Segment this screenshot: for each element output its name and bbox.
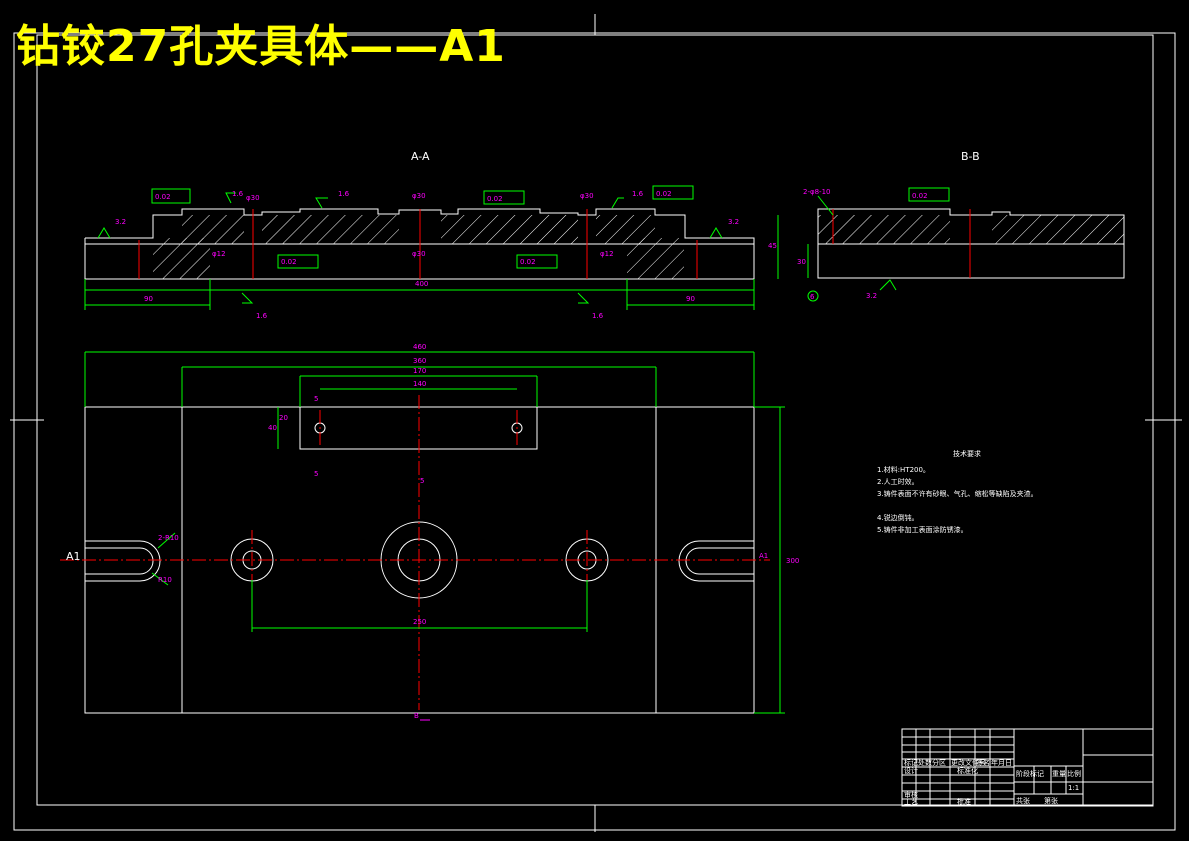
- svg-text:2.人工时效。: 2.人工时效。: [877, 477, 919, 486]
- sheet-frame: [10, 14, 1182, 832]
- svg-text:250: 250: [413, 618, 426, 626]
- svg-text:批准: 批准: [957, 797, 971, 806]
- svg-text:0.02: 0.02: [912, 192, 928, 200]
- svg-text:90: 90: [686, 295, 695, 303]
- svg-text:第张: 第张: [1044, 796, 1058, 805]
- svg-text:更改文件号: 更改文件号: [951, 758, 986, 767]
- section-bb-view: B-B 2-φ8-10 0.02 30 6 3.2: [797, 150, 1125, 302]
- svg-text:1:1: 1:1: [1068, 784, 1079, 792]
- svg-text:技术要求: 技术要求: [953, 449, 981, 458]
- svg-text:460: 460: [413, 343, 426, 351]
- svg-text:0.02: 0.02: [281, 258, 297, 266]
- svg-text:阶段标记: 阶段标记: [1016, 769, 1044, 778]
- svg-text:5: 5: [314, 395, 318, 403]
- svg-text:0.02: 0.02: [656, 190, 672, 198]
- svg-text:1.6: 1.6: [256, 312, 268, 320]
- svg-text:处数: 处数: [918, 758, 932, 767]
- svg-text:1.6: 1.6: [592, 312, 604, 320]
- svg-text:5: 5: [314, 470, 318, 478]
- svg-text:0.02: 0.02: [520, 258, 536, 266]
- svg-text:共张: 共张: [1016, 796, 1030, 805]
- title-block: 标记 处数 分区 更改文件号 签名 年月日 设计 标准化 阶段标记 重量 比例 …: [901, 728, 1154, 807]
- svg-text:400: 400: [415, 280, 428, 288]
- svg-text:φ12: φ12: [212, 250, 226, 258]
- svg-text:1.6: 1.6: [632, 190, 644, 198]
- svg-text:工艺: 工艺: [904, 798, 918, 806]
- svg-text:φ30: φ30: [246, 194, 260, 202]
- svg-text:分区: 分区: [932, 758, 946, 767]
- svg-text:2-φ8-10: 2-φ8-10: [803, 188, 830, 196]
- svg-text:2-R10: 2-R10: [158, 534, 179, 542]
- drawing-title: 钻铰27孔夹具体——A1: [16, 21, 506, 72]
- svg-text:标记: 标记: [904, 758, 918, 767]
- svg-text:360: 360: [413, 357, 426, 365]
- svg-text:1.6: 1.6: [338, 190, 350, 198]
- technical-requirements: 技术要求 1.材料:HT200。 2.人工时效。 3.铸件表面不许有砂眼、气孔、…: [877, 449, 1038, 534]
- svg-text:0.02: 0.02: [487, 195, 503, 203]
- hatch-aa: [153, 215, 684, 279]
- svg-text:40: 40: [268, 424, 277, 432]
- section-aa-view: A-A: [84, 150, 779, 320]
- svg-text:30: 30: [797, 258, 806, 266]
- svg-text:45: 45: [768, 242, 777, 250]
- svg-text:φ30: φ30: [580, 192, 594, 200]
- svg-text:5.铸件非加工表面涂防锈漆。: 5.铸件非加工表面涂防锈漆。: [877, 525, 968, 534]
- svg-text:年月日: 年月日: [991, 758, 1012, 767]
- svg-text:比例: 比例: [1067, 769, 1081, 778]
- svg-text:6: 6: [810, 293, 815, 301]
- svg-text:审核: 审核: [904, 790, 918, 799]
- section-aa-label: A-A: [411, 150, 430, 163]
- plan-view: 460 360 170 140 5 5 5 20 40 2-R10 R10 30…: [60, 343, 799, 721]
- svg-text:φ12: φ12: [600, 250, 614, 258]
- svg-text:0.02: 0.02: [155, 193, 171, 201]
- svg-text:20: 20: [279, 414, 288, 422]
- svg-text:140: 140: [413, 380, 426, 388]
- svg-text:重量: 重量: [1052, 770, 1066, 778]
- cut-label-right: A1: [759, 552, 768, 560]
- svg-text:5: 5: [420, 477, 424, 485]
- svg-text:300: 300: [786, 557, 799, 565]
- svg-text:1.6: 1.6: [232, 190, 244, 198]
- svg-text:标准化: 标准化: [957, 766, 978, 775]
- svg-text:φ30: φ30: [412, 250, 426, 258]
- svg-text:3.2: 3.2: [866, 292, 877, 300]
- cut-label-b-bottom: B: [414, 712, 419, 720]
- svg-text:90: 90: [144, 295, 153, 303]
- svg-text:3.铸件表面不许有砂眼、气孔、缩松等缺陷及夹渣。: 3.铸件表面不许有砂眼、气孔、缩松等缺陷及夹渣。: [877, 489, 1038, 498]
- cut-label-left: A1: [66, 550, 81, 563]
- section-bb-label: B-B: [961, 150, 980, 163]
- svg-text:3.2: 3.2: [728, 218, 739, 226]
- svg-text:4.锐边倒钝。: 4.锐边倒钝。: [877, 513, 919, 522]
- svg-text:φ30: φ30: [412, 192, 426, 200]
- svg-text:170: 170: [413, 367, 426, 375]
- svg-text:签名: 签名: [976, 758, 990, 767]
- svg-text:设计: 设计: [904, 766, 918, 775]
- svg-text:1.材料:HT200。: 1.材料:HT200。: [877, 465, 930, 474]
- svg-text:R10: R10: [158, 576, 172, 584]
- svg-text:3.2: 3.2: [115, 218, 126, 226]
